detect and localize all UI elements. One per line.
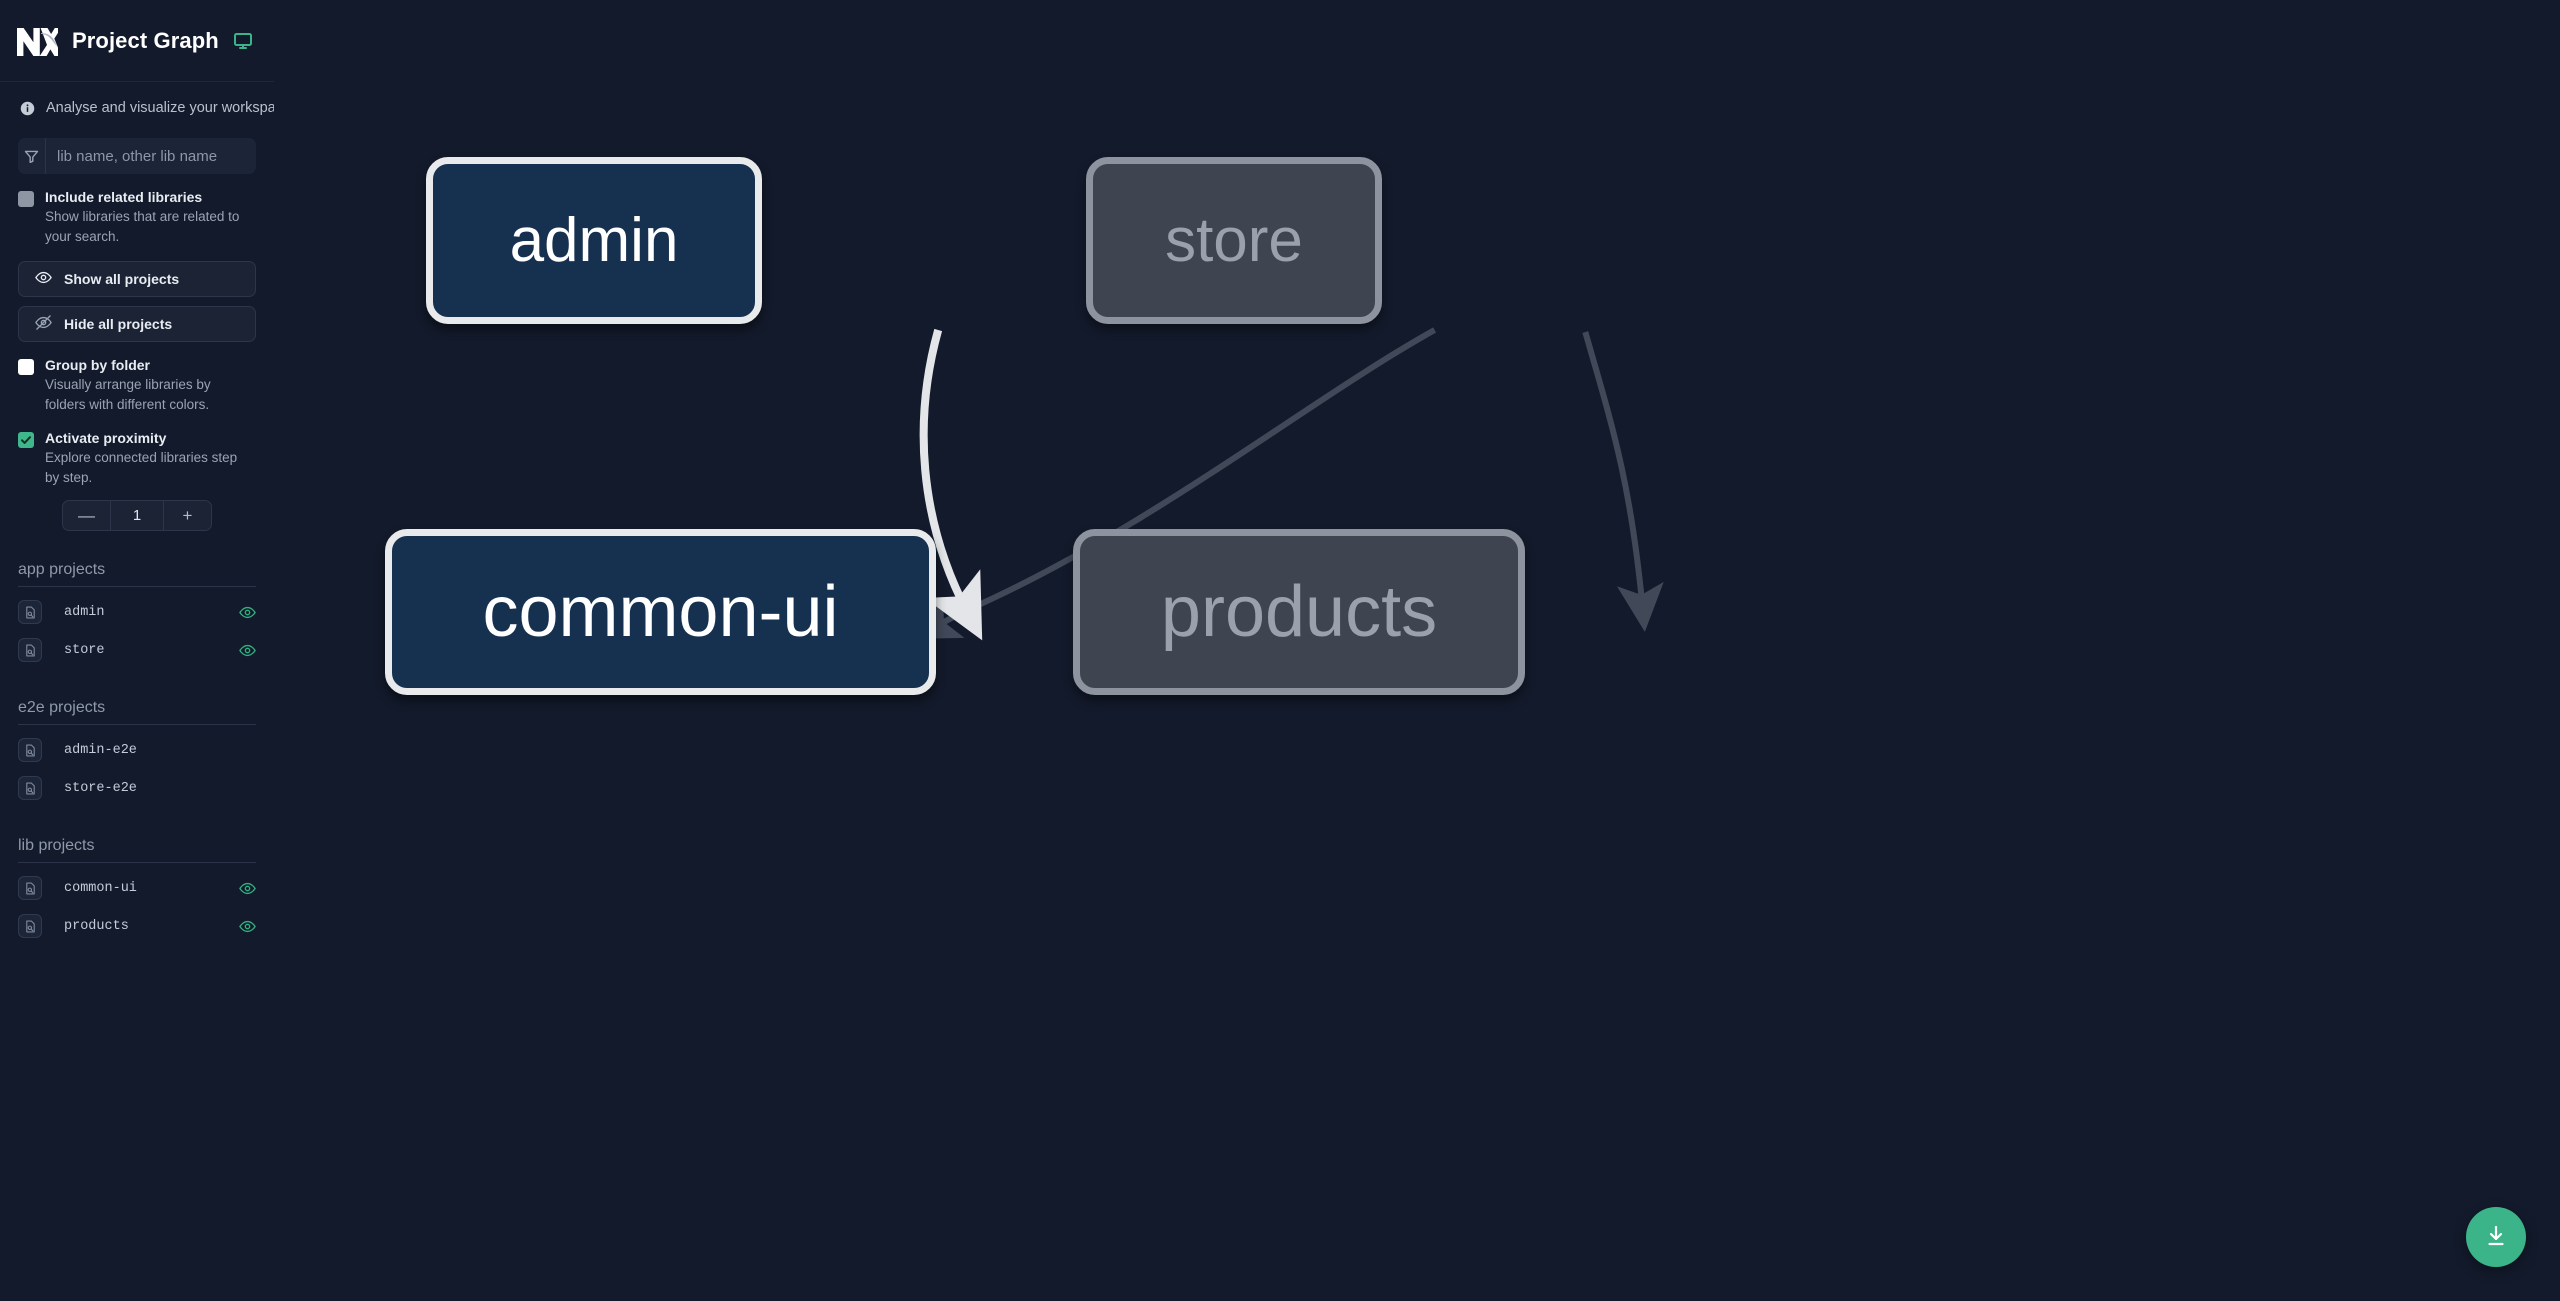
group-heading: e2e projects [18, 669, 256, 725]
project-file-icon [18, 876, 42, 900]
graph-node-label: products [1160, 572, 1438, 652]
project-row-store-e2e[interactable]: store-e2e [18, 769, 256, 807]
nx-logo [16, 24, 62, 58]
group-lib-projects: lib projects common-ui [0, 807, 274, 945]
edge-admin-to-common-ui [919, 328, 983, 641]
project-name: store [64, 642, 105, 658]
option-group-by-folder[interactable]: Group by folder Visually arrange librari… [0, 342, 274, 415]
graph-node-admin[interactable]: admin [426, 157, 762, 324]
tagline-text: Analyse and visualize your workspace. [46, 100, 296, 116]
graph-edges [910, 327, 1664, 641]
download-icon [2483, 1223, 2509, 1252]
proximity-stepper: — 1 + [0, 488, 274, 531]
project-row-common-ui[interactable]: common-ui [18, 869, 256, 907]
proximity-decrement-button[interactable]: — [63, 501, 111, 530]
info-icon [20, 101, 35, 116]
brand-row: Project Graph [0, 0, 274, 82]
project-name: store-e2e [64, 780, 137, 796]
proximity-increment-button[interactable]: + [163, 501, 211, 530]
bulk-action-buttons: Show all projects Hide all projects [0, 247, 274, 342]
edge-store-to-common-ui [910, 327, 1437, 639]
option-description: Show libraries that are related to your … [45, 209, 240, 244]
show-all-projects-label: Show all projects [64, 271, 180, 287]
project-visibility-eye-icon[interactable] [239, 880, 256, 897]
graph-node-products[interactable]: products [1073, 529, 1525, 695]
group-by-folder-checkbox[interactable] [18, 359, 34, 375]
option-title: Group by folder [45, 357, 150, 373]
download-button[interactable] [2466, 1207, 2526, 1267]
graph-canvas[interactable]: admin store common-ui products [274, 0, 2560, 1301]
project-file-icon [18, 776, 42, 800]
option-title: Activate proximity [45, 430, 167, 446]
show-all-projects-button[interactable]: Show all projects [18, 261, 256, 297]
option-include-related-libraries[interactable]: Include related libraries Show libraries… [0, 174, 274, 247]
project-file-icon [18, 738, 42, 762]
project-row-store[interactable]: store [18, 631, 256, 669]
graph-node-common-ui[interactable]: common-ui [385, 529, 936, 695]
tagline: Analyse and visualize your workspace. [0, 82, 295, 130]
project-name: products [64, 918, 129, 934]
eye-off-icon [35, 314, 52, 334]
project-name: common-ui [64, 880, 137, 896]
option-description: Visually arrange libraries by folders wi… [45, 377, 211, 412]
group-app-projects: app projects admin [0, 531, 274, 669]
hide-all-projects-label: Hide all projects [64, 316, 173, 332]
search-section [0, 130, 274, 174]
hide-all-projects-button[interactable]: Hide all projects [18, 306, 256, 342]
option-title: Include related libraries [45, 189, 203, 205]
edge-store-to-products [1582, 331, 1664, 632]
project-file-icon [18, 638, 42, 662]
option-activate-proximity[interactable]: Activate proximity Explore connected lib… [0, 415, 274, 488]
search-box[interactable] [18, 138, 256, 174]
include-related-libraries-checkbox[interactable] [18, 191, 34, 207]
graph-node-label: admin [509, 205, 679, 275]
project-row-products[interactable]: products [18, 907, 256, 945]
project-row-admin[interactable]: admin [18, 593, 256, 631]
sidebar: Project Graph Analyse and visualize your… [0, 0, 295, 1301]
group-e2e-projects: e2e projects admin-e2e [0, 669, 274, 807]
group-heading: app projects [18, 531, 256, 587]
group-heading: lib projects [18, 807, 256, 863]
project-visibility-eye-icon[interactable] [239, 604, 256, 621]
project-visibility-eye-icon[interactable] [239, 642, 256, 659]
graph-node-label: common-ui [482, 572, 839, 652]
project-row-admin-e2e[interactable]: admin-e2e [18, 731, 256, 769]
project-file-icon [18, 600, 42, 624]
proximity-value: 1 [132, 507, 142, 524]
page-title: Project Graph [72, 27, 219, 53]
graph-node-store[interactable]: store [1086, 157, 1382, 324]
filter-funnel-icon[interactable] [18, 138, 46, 174]
project-name: admin [64, 604, 105, 620]
graph-node-label: store [1165, 205, 1303, 275]
project-visibility-eye-icon[interactable] [239, 918, 256, 935]
option-description: Explore connected libraries step by step… [45, 450, 238, 485]
activate-proximity-checkbox[interactable] [18, 432, 34, 448]
project-file-icon [18, 914, 42, 938]
monitor-icon[interactable] [233, 31, 253, 51]
project-name: admin-e2e [64, 742, 137, 758]
eye-icon [35, 269, 52, 289]
search-input[interactable] [46, 138, 256, 174]
